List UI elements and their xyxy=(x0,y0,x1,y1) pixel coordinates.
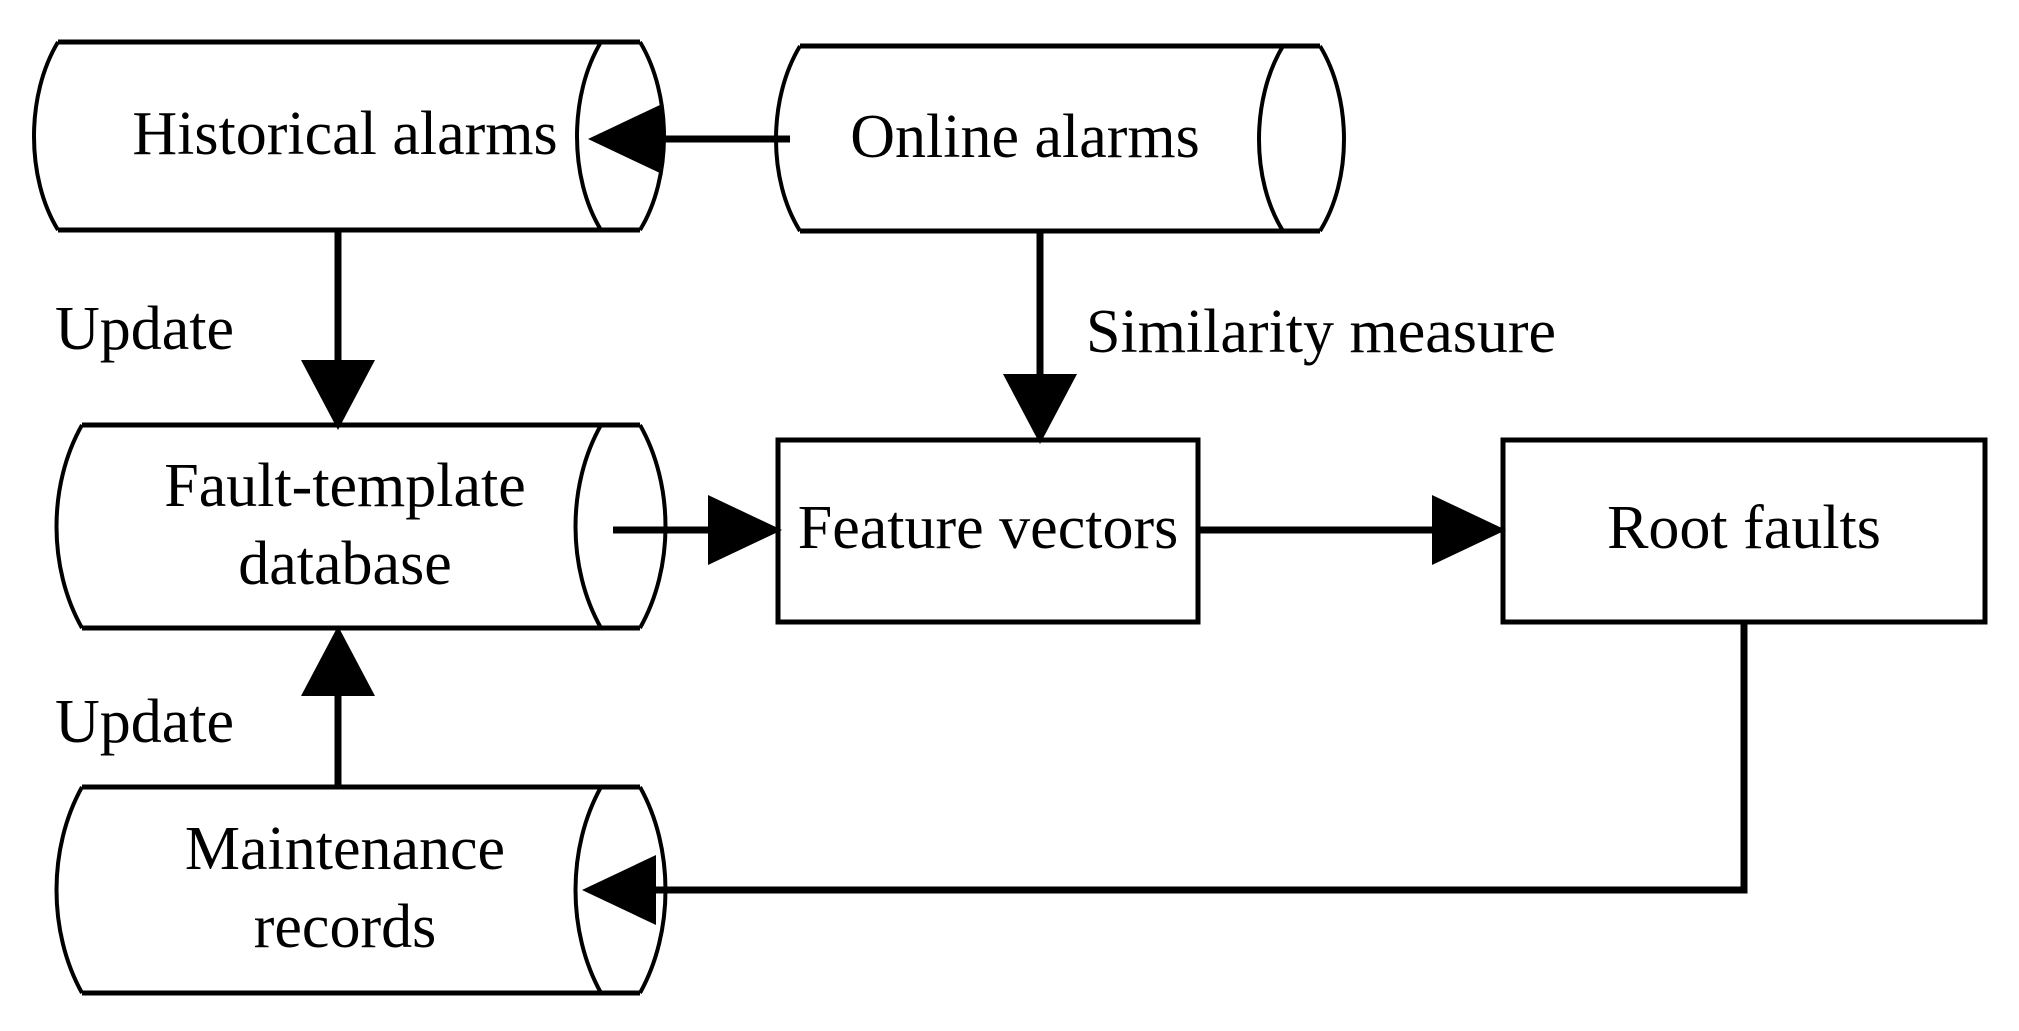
historical-alarms-left-cap xyxy=(32,40,60,232)
maintenance-records-label-line2: records xyxy=(254,893,436,961)
database-to-features-arrowhead xyxy=(708,495,782,565)
root-faults-to-maintenance-line xyxy=(640,620,1748,894)
node-online-alarms[interactable]: Online alarms xyxy=(774,43,1346,234)
node-feature-vectors[interactable]: Feature vectors xyxy=(775,437,1201,625)
node-root-faults[interactable]: Root faults xyxy=(1500,437,1988,625)
maintenance-records-left-cap xyxy=(54,786,84,994)
historical-alarms-label: Historical alarms xyxy=(132,100,557,168)
edge-database-to-features xyxy=(613,495,782,565)
root-faults-box xyxy=(1500,437,1988,625)
fault-template-database-label-line1: Fault-template xyxy=(164,452,526,520)
edge-historical-to-database: Update xyxy=(55,232,375,430)
maintenance-records-body xyxy=(56,787,666,993)
fault-template-database-left-cap xyxy=(54,424,84,629)
node-maintenance-records[interactable]: Maintenance records xyxy=(54,784,668,996)
fault-template-database-label-line2: database xyxy=(238,530,451,598)
maintenance-records-label-line1: Maintenance xyxy=(185,815,505,883)
historical-to-database-arrowhead xyxy=(301,360,375,430)
fault-template-database-body xyxy=(56,425,666,628)
online-alarms-inner-cap xyxy=(1257,44,1285,233)
root-faults-label: Root faults xyxy=(1607,494,1881,562)
maintenance-records-inner-cap xyxy=(573,786,603,994)
edge-online-to-features: Similarity measure xyxy=(1003,233,1556,444)
edge-label-update-top: Update xyxy=(55,295,234,363)
historical-alarms-inner-cap xyxy=(575,40,603,232)
online-to-historical-arrowhead xyxy=(588,104,662,174)
maintenance-to-database-arrowhead xyxy=(301,626,375,696)
edge-label-similarity-measure: Similarity measure xyxy=(1086,298,1556,366)
node-fault-template-database[interactable]: Fault-template database xyxy=(54,422,668,631)
edge-maintenance-to-database: Update xyxy=(55,626,375,787)
online-alarms-label: Online alarms xyxy=(850,103,1200,171)
edge-online-to-historical xyxy=(588,104,790,174)
edge-features-to-root-faults xyxy=(1198,495,1506,565)
historical-alarms-body xyxy=(34,42,664,230)
root-faults-to-maintenance-arrowhead xyxy=(582,855,656,925)
edge-root-faults-to-maintenance xyxy=(582,620,1748,925)
online-alarms-body xyxy=(776,46,1344,231)
online-alarms-right-cap xyxy=(1318,44,1346,233)
online-to-features-arrowhead xyxy=(1003,374,1077,444)
edge-label-update-bottom: Update xyxy=(55,688,234,756)
node-historical-alarms[interactable]: Historical alarms xyxy=(32,39,666,233)
feature-vectors-label: Feature vectors xyxy=(798,494,1178,562)
features-to-root-faults-arrowhead xyxy=(1432,495,1506,565)
fault-template-database-inner-cap xyxy=(573,424,603,629)
